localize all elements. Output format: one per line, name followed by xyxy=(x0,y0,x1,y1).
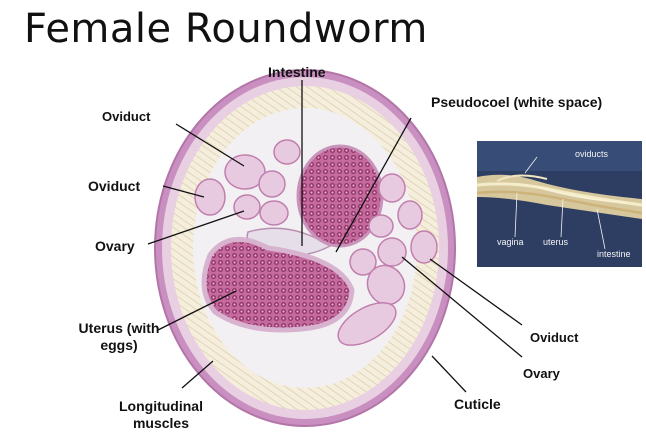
uterus-lower xyxy=(201,237,355,333)
label-oviduct-left: Oviduct xyxy=(88,178,141,194)
label-pseudocoel: Pseudocoel (white space) xyxy=(431,94,603,110)
label-uterus: Uterus (with eggs) xyxy=(74,320,164,354)
oviduct-tubule xyxy=(273,139,301,165)
ovary-tubule xyxy=(377,237,407,267)
leader-ovary-left xyxy=(147,210,245,245)
label-intestine: Intestine xyxy=(268,64,326,80)
leader-pseudocoel xyxy=(335,117,412,253)
ovary-tubule xyxy=(349,248,377,276)
page-title: Female Roundworm xyxy=(24,6,428,52)
oviduct-tubule xyxy=(410,230,438,264)
label-uterus-line2: eggs) xyxy=(100,337,138,353)
dissection-photo: oviducts vagina uterus intestine xyxy=(477,141,642,267)
oviduct-tubule xyxy=(397,200,423,230)
label-longitudinal-muscles: Longitudinal muscles xyxy=(107,398,215,432)
oviduct-tubule xyxy=(194,178,226,216)
leader-uterus xyxy=(157,290,237,331)
label-ovary-right: Ovary xyxy=(523,366,560,381)
leader-cuticle xyxy=(431,355,467,393)
oviduct-tubule xyxy=(258,170,286,198)
photo-label-oviducts: oviducts xyxy=(575,149,609,159)
photo-label-vagina: vagina xyxy=(497,237,524,247)
oviduct-tubule xyxy=(378,173,406,203)
label-longitudinal-line2: muscles xyxy=(132,415,190,431)
ovary-tubule xyxy=(368,214,394,238)
label-ovary-left: Ovary xyxy=(95,238,135,254)
dissection-photo-art xyxy=(477,141,642,267)
ovary-tubule xyxy=(259,200,289,226)
leader-oviduct-top xyxy=(175,123,245,167)
oviduct-tubule xyxy=(366,264,406,306)
leader-muscles xyxy=(181,360,214,389)
label-longitudinal-line1: Longitudinal xyxy=(119,398,203,414)
oviduct-tubule xyxy=(224,154,266,190)
ovary-tubule xyxy=(233,194,261,220)
leader-oviduct-left xyxy=(162,185,205,198)
photo-label-intestine: intestine xyxy=(597,249,631,259)
uterus-upper xyxy=(296,144,384,248)
leader-oviduct-right xyxy=(429,258,523,326)
label-oviduct-top: Oviduct xyxy=(102,109,151,124)
label-uterus-line1: Uterus (with xyxy=(78,320,160,336)
label-oviduct-right: Oviduct xyxy=(530,330,579,345)
label-cuticle: Cuticle xyxy=(454,396,501,412)
oviduct-tubule xyxy=(337,302,397,346)
photo-label-uterus: uterus xyxy=(543,237,569,247)
leader-ovary-right xyxy=(401,256,523,358)
